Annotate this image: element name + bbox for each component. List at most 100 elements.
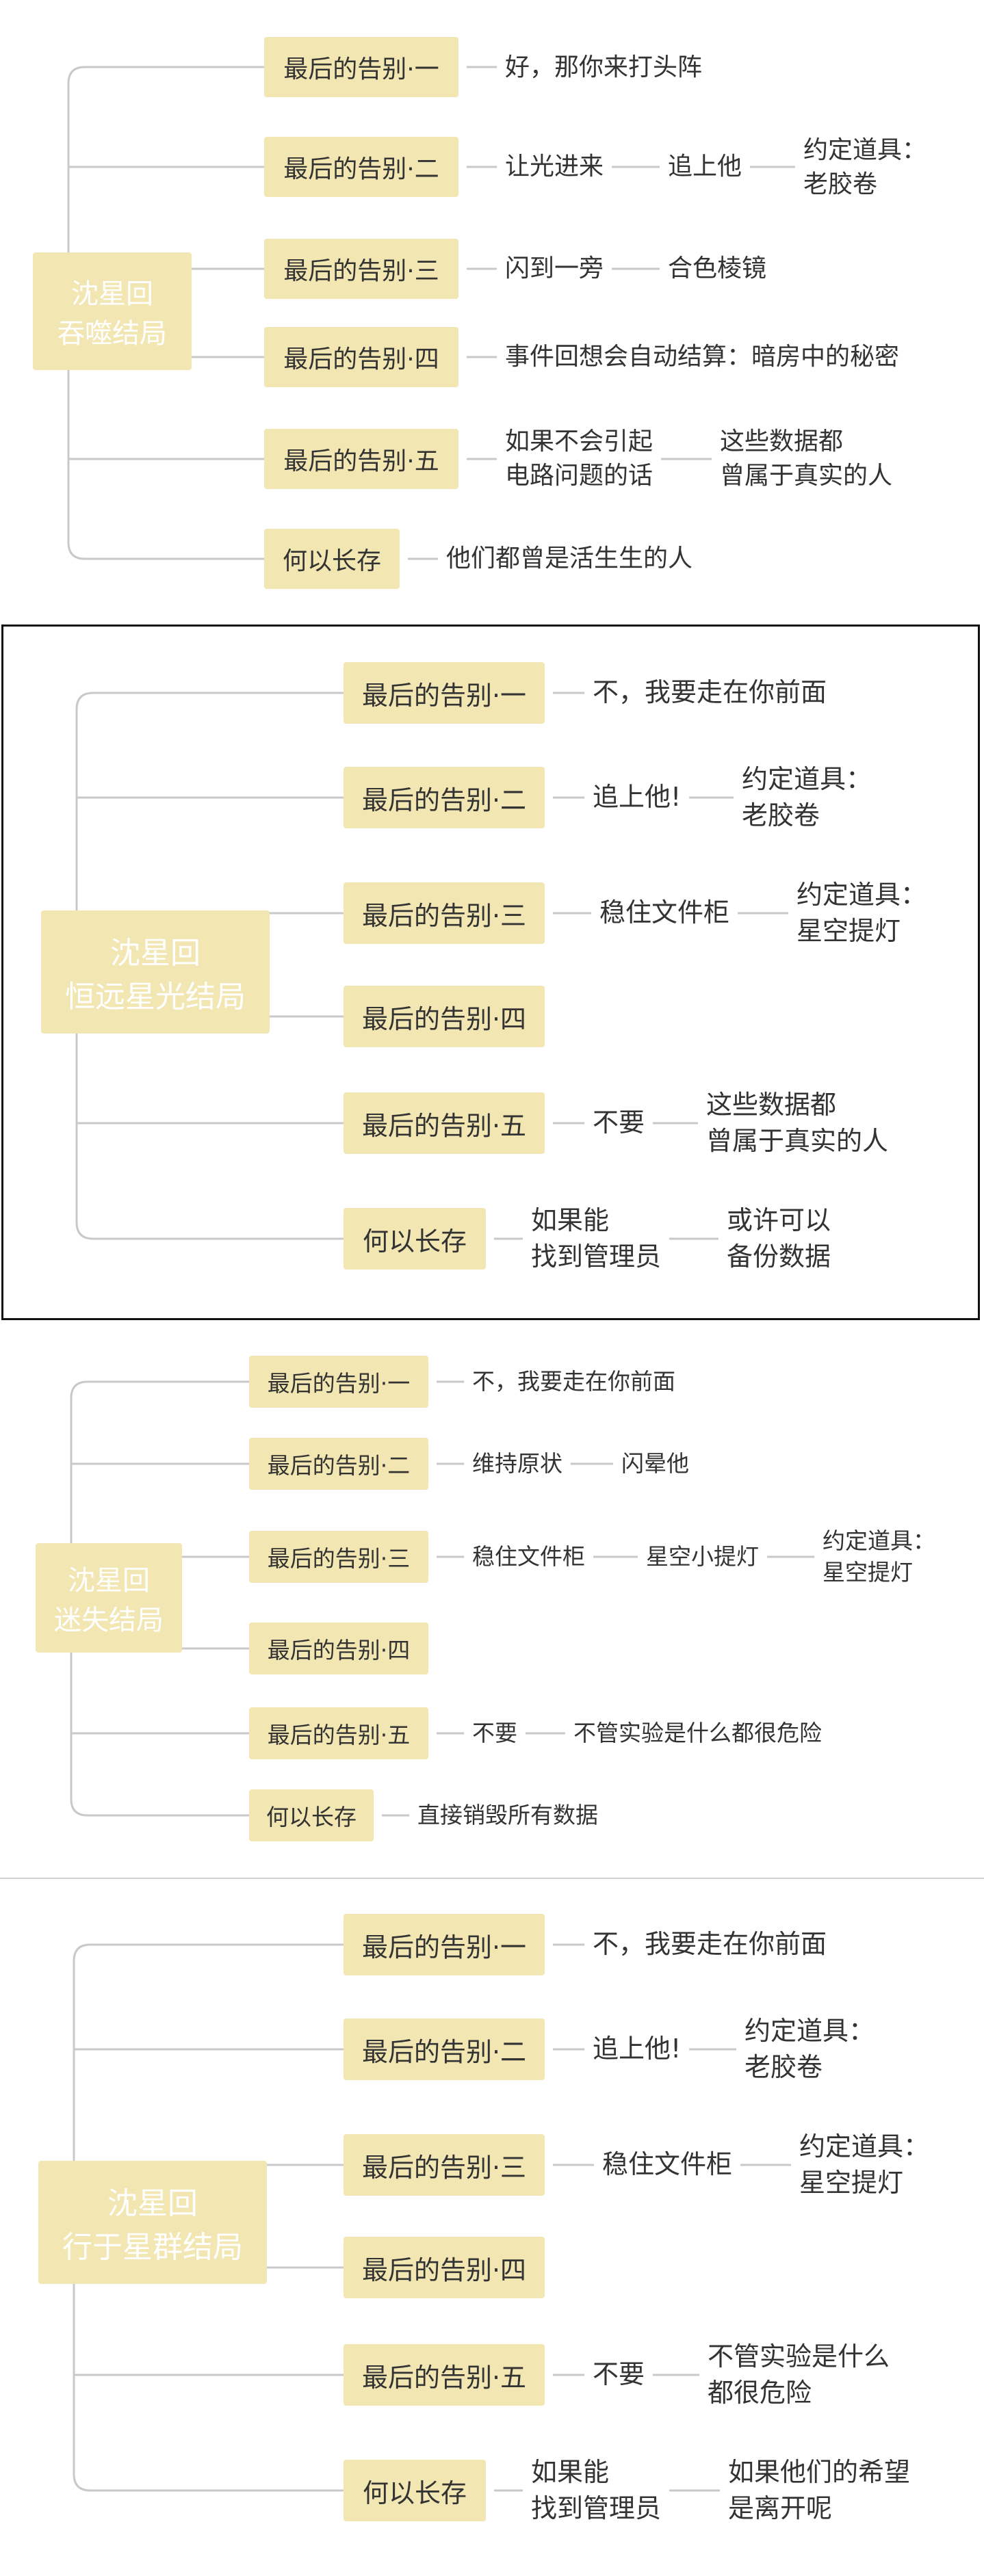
leaf-text: 约定道具： — [745, 2015, 875, 2046]
leaf-text: 让光进来 — [505, 152, 604, 181]
leaf-text: 他们都曾是活生生的人 — [446, 544, 693, 573]
leaf-text: 星空提灯 — [799, 2168, 904, 2198]
branch-node-6: 何以长存 — [264, 529, 400, 589]
mind-map-root: 沈星回 迷失结局 — [36, 1543, 182, 1653]
leaf-node: 约定道具：星空提灯 — [797, 874, 927, 952]
branch-node-3: 最后的告别·三 — [344, 2134, 545, 2196]
leaf-text: 老胶卷 — [742, 800, 820, 830]
leaf-text: 约定道具： — [823, 1527, 935, 1554]
leaf-node: 维持原状 — [472, 1447, 562, 1481]
leaf-text: 找到管理员 — [531, 1241, 662, 1272]
leaf-node: 好，那你来打头阵 — [505, 48, 702, 88]
mind-map-root: 沈星回 恒远星光结局 — [41, 910, 270, 1034]
leaf-text: 直接销毁所有数据 — [417, 1801, 598, 1828]
leaf-node: 约定道具： 老胶卷 — [803, 130, 927, 205]
leaf-text: 如果他们的希望 — [728, 2456, 911, 2487]
leaf-node: 约定道具： 星空提灯 — [799, 2126, 929, 2204]
root-line: 沈星回 — [68, 1565, 150, 1596]
branch-node-1: 最后的告别·一 — [249, 1356, 428, 1408]
branch-node-3: 最后的告别·三 — [264, 239, 458, 299]
leaf-text: 曾属于真实的人 — [720, 462, 893, 490]
leaf-text: 闪到一旁 — [505, 254, 604, 282]
branch-node-4: 最后的告别·四 — [249, 1622, 428, 1674]
leaf-node: 或许可以备份数据 — [727, 1200, 831, 1278]
leaf-text: 约定道具： — [797, 879, 927, 910]
leaf-text: 追上他 — [668, 152, 742, 181]
leaf-text: 约定道具： — [799, 2131, 930, 2161]
leaf-text: 是离开呢 — [728, 2493, 833, 2523]
leaf-text: 这些数据都 — [706, 1089, 837, 1120]
leaf-node: 合色棱镜 — [668, 249, 766, 289]
mind-map-root: 沈星回 行于星群结局 — [38, 2161, 267, 2284]
leaf-node: 追上他! — [593, 2029, 681, 2069]
mind-map-root: 沈星回 吞噬结局 — [33, 252, 192, 370]
branch-node-6: 何以长存 — [344, 1208, 486, 1270]
branch-node-2: 最后的告别·二 — [249, 1438, 428, 1490]
leaf-text: 稳住文件柜 — [602, 2149, 733, 2180]
leaf-node: 如果不会引起电路问题的话 — [505, 421, 653, 497]
leaf-text: 这些数据都 — [720, 427, 844, 456]
branch-node-5: 最后的告别·五 — [264, 429, 458, 489]
leaf-text: 如果能 — [531, 2456, 610, 2487]
leaf-node: 不要 — [472, 1716, 517, 1750]
leaf-text: 不要 — [593, 2359, 645, 2390]
leaf-node: 不，我要走在你前面 — [472, 1365, 675, 1399]
trunk-connector — [67, 66, 264, 560]
leaf-text: 找到管理员 — [531, 2493, 662, 2523]
leaf-node: 这些数据都曾属于真实的人 — [706, 1084, 888, 1162]
leaf-node: 闪到一旁 — [505, 249, 604, 289]
trunk-connector — [73, 1943, 344, 2492]
leaf-node: 稳住文件柜 — [599, 893, 729, 933]
leaf-text: 好，那你来打头阵 — [505, 53, 703, 81]
leaf-node: 星空小提灯 — [646, 1540, 759, 1574]
branch-node-5: 最后的告别·五 — [344, 1092, 545, 1154]
root-line: 行于星群结局 — [62, 2230, 243, 2265]
branch-node-5: 最后的告别·五 — [344, 2344, 545, 2406]
leaf-text: 约定道具： — [803, 135, 927, 164]
leaf-text: 曾属于真实的人 — [706, 1126, 889, 1156]
leaf-text: 稳住文件柜 — [472, 1542, 585, 1570]
leaf-text: 维持原状 — [472, 1449, 562, 1477]
leaf-text: 约定道具： — [742, 763, 872, 794]
leaf-text: 星空小提灯 — [646, 1542, 759, 1570]
leaf-node: 约定道具：老胶卷 — [745, 2010, 875, 2088]
mind-map-panel-2: 沈星回 恒远星光结局 最后的告别·一 最后的告别·二 最后的告别·三 最后的告别… — [0, 625, 984, 1320]
leaf-node: 如果能找到管理员 — [531, 2452, 661, 2529]
branch-node-1: 最后的告别·一 — [344, 1914, 545, 1975]
leaf-text: 不要 — [593, 1107, 645, 1138]
leaf-text: 不要 — [472, 1719, 517, 1746]
branch-node-3: 最后的告别·三 — [249, 1531, 428, 1583]
leaf-node: 稳住文件柜 — [602, 2145, 732, 2185]
branch-node-6: 何以长存 — [249, 1789, 374, 1841]
leaf-node: 这些数据都曾属于真实的人 — [720, 421, 892, 497]
leaf-text: 如果能 — [531, 1205, 610, 1235]
leaf-node: 不管实验是什么都很危险 — [573, 1716, 822, 1750]
mind-map-panel-1: 沈星回 吞噬结局 最后的告别·一 最后的告别·二 最后的告别·三 最后的告别·四… — [0, 0, 984, 616]
panel-separator — [0, 1878, 984, 1879]
branch-node-1: 最后的告别·一 — [264, 37, 458, 97]
leaf-text: 不，我要走在你前面 — [472, 1367, 675, 1395]
mind-map-panel-3: 沈星回 迷失结局 最后的告别·一 最后的告别·二 最后的告别·三 最后的告别·四… — [0, 1320, 984, 1878]
branch-node-2: 最后的告别·二 — [344, 767, 545, 828]
branch-node-4: 最后的告别·四 — [344, 2237, 545, 2298]
leaf-node: 闪晕他 — [621, 1447, 689, 1481]
leaf-text: 稳住文件柜 — [599, 897, 730, 928]
leaf-text: 不，我要走在你前面 — [593, 677, 827, 708]
leaf-node: 事件回想会自动结算：暗房中的秘密 — [505, 337, 899, 377]
leaf-node: 约定道具：星空提灯 — [823, 1524, 935, 1590]
leaf-text: 闪晕他 — [621, 1449, 689, 1477]
branch-node-4: 最后的告别·四 — [264, 327, 458, 387]
root-line: 沈星回 — [110, 936, 200, 971]
leaf-node: 他们都曾是活生生的人 — [446, 539, 692, 579]
leaf-text: 合色棱镜 — [668, 254, 767, 282]
branch-node-1: 最后的告别·一 — [344, 662, 545, 724]
leaf-node: 让光进来 — [505, 147, 604, 187]
leaf-node: 稳住文件柜 — [472, 1540, 585, 1574]
root-line: 沈星回 — [71, 278, 153, 310]
branch-node-2: 最后的告别·二 — [344, 2019, 545, 2080]
leaf-text: 老胶卷 — [803, 170, 878, 198]
leaf-text: 不管实验是什么 — [708, 2341, 890, 2371]
leaf-node: 如果他们的希望是离开呢 — [728, 2452, 910, 2529]
leaf-text: 不管实验是什么都很危险 — [573, 1719, 822, 1746]
leaf-node: 约定道具： 老胶卷 — [742, 759, 872, 837]
